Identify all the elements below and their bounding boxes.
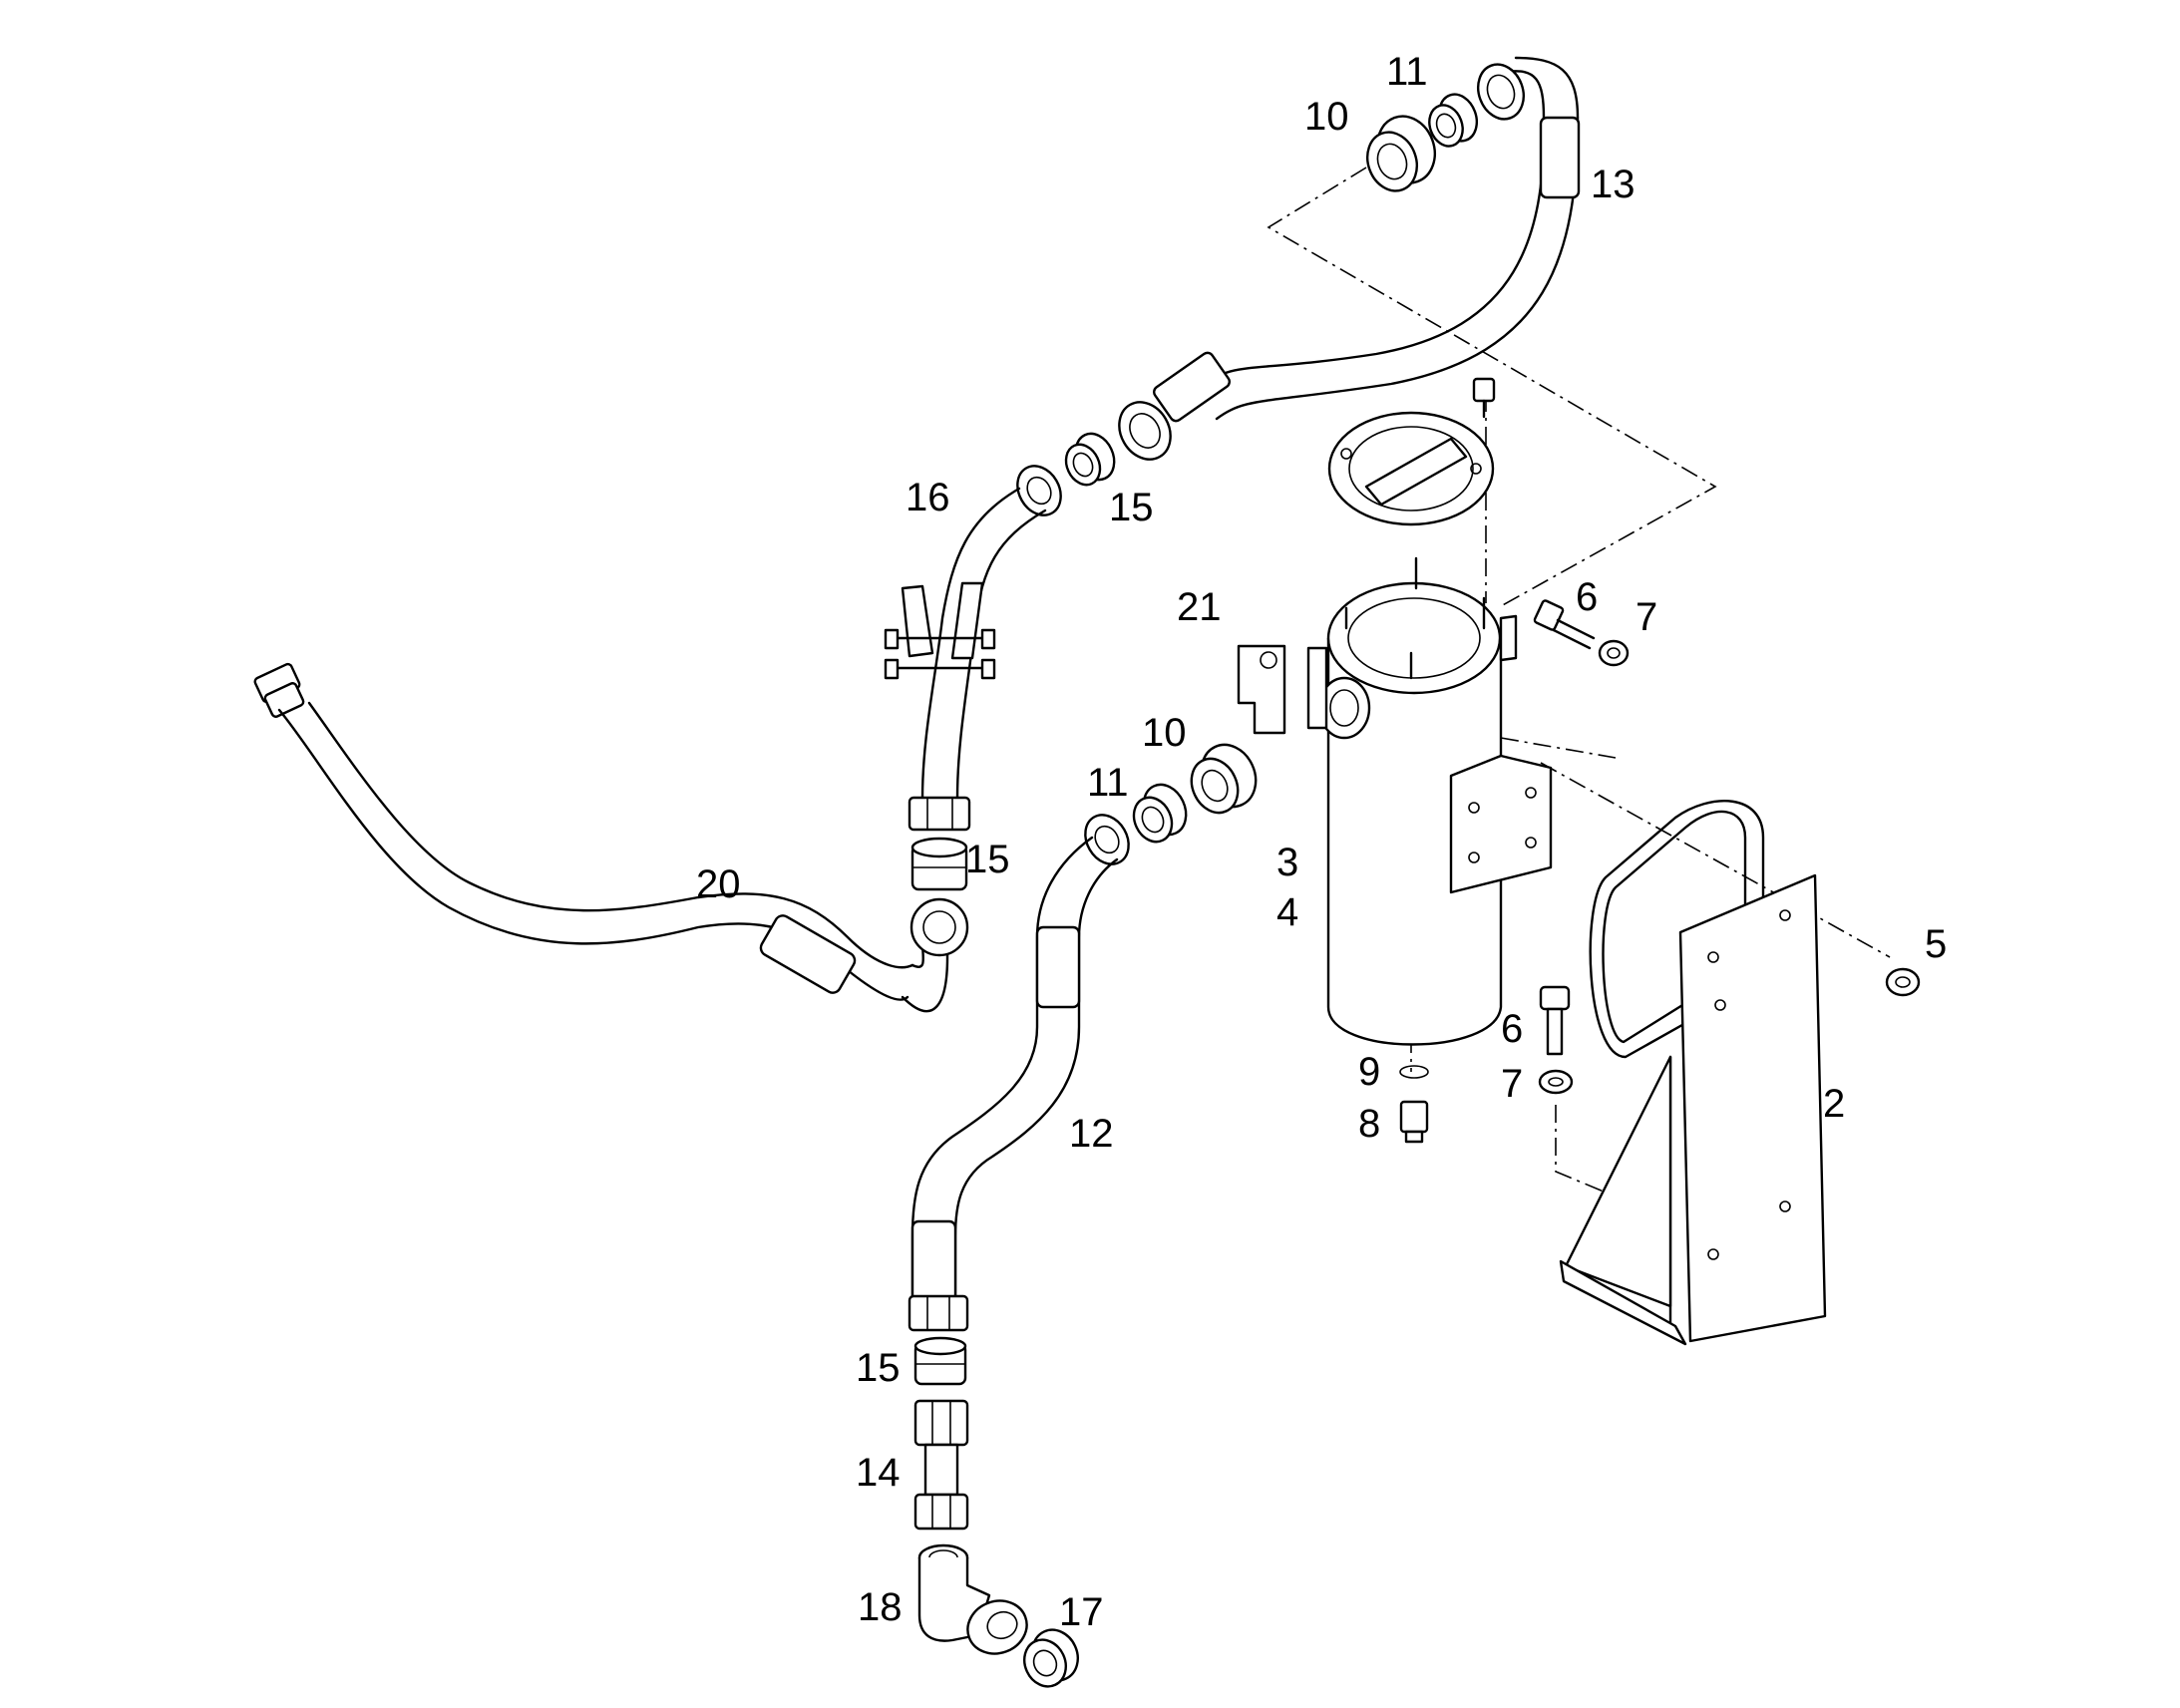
assembly-guide-lines [1267,167,1891,1197]
block-21 [1237,644,1328,735]
callout-14: 14 [856,1451,901,1495]
callout-20: 20 [696,862,741,906]
hose-20 [253,662,969,1013]
hose-13 [1118,56,1581,461]
callout-9: 9 [1358,1050,1380,1094]
callout-2: 2 [1823,1082,1845,1126]
bolt-6-lower [1539,985,1571,1056]
hose-16 [884,465,1062,832]
callout-5: 5 [1925,922,1947,966]
callout-15-upper: 15 [1109,486,1154,529]
callout-11-top: 11 [1386,50,1428,94]
receiver-canister [1317,377,1553,1046]
callout-16: 16 [906,476,950,519]
bolt-6-upper [1533,599,1596,650]
callout-6-upper: 6 [1576,575,1598,619]
washer-7-lower [1538,1069,1574,1095]
elbow-18 [917,1543,1028,1655]
callout-13: 13 [1591,163,1635,206]
fitting-15-upper [1064,432,1116,487]
fitting-10-middle [1190,743,1258,815]
callout-10-middle: 10 [1142,711,1187,755]
plug-8 [1399,1100,1429,1144]
fitting-10-top [1366,115,1436,192]
callout-7-upper: 7 [1635,595,1657,639]
fitting-17 [1023,1628,1079,1688]
callout-6-lower: 6 [1501,1007,1523,1051]
washer-7-upper [1598,639,1630,667]
fitting-11-top [1428,93,1479,148]
nut-5 [1885,967,1921,997]
callout-10-top: 10 [1304,95,1349,139]
callout-4: 4 [1276,890,1298,934]
fitting-11-middle [1132,783,1188,844]
oring-9 [1399,1065,1429,1079]
callout-17: 17 [1059,1590,1104,1634]
callout-labels: 2 3 4 5 6 6 7 7 8 9 10 10 11 11 12 13 14… [696,50,1947,1634]
union-14 [913,1399,969,1531]
callout-11-middle: 11 [1087,761,1129,805]
fitting-15-lower [913,1336,967,1386]
hose-12 [908,814,1130,1332]
callout-18: 18 [858,1585,903,1629]
callout-7-lower: 7 [1501,1062,1523,1106]
callout-12: 12 [1069,1112,1114,1156]
callout-15-lower: 15 [856,1346,901,1390]
bracket-2 [1559,800,1827,1346]
callout-8: 8 [1358,1102,1380,1146]
fitting-15-middle [910,837,968,891]
callout-15-middle: 15 [965,838,1010,881]
callout-3: 3 [1276,841,1298,884]
callout-21: 21 [1177,585,1222,629]
